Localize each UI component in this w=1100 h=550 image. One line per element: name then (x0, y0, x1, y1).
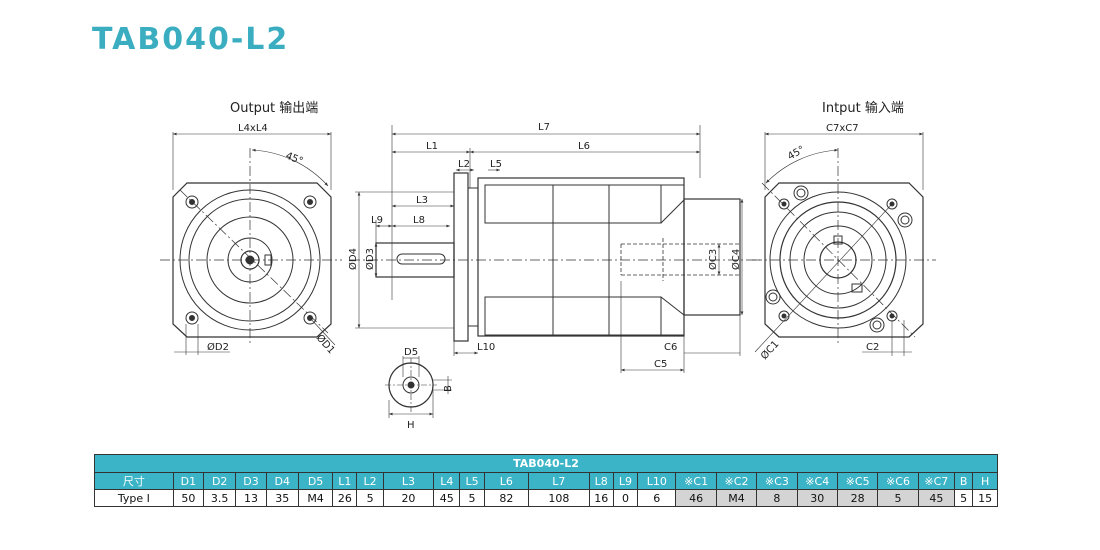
table-row: Type I 50 3.5 13 35 M4 26 5 20 45 5 82 1… (94, 489, 998, 507)
dim-angle-output: 45° (284, 151, 305, 168)
header-cell: ※C7 (917, 472, 956, 490)
header-cell: ※C3 (756, 472, 798, 490)
page-title: TAB040-L2 (92, 22, 290, 57)
dim-c4: ØC4 (730, 249, 742, 270)
header-cell: L4 (433, 472, 461, 490)
header-cell: H (972, 472, 998, 490)
header-cell: D2 (203, 472, 237, 490)
value-cell: 3.5 (203, 489, 237, 507)
side-view (350, 125, 760, 373)
header-cell: L1 (332, 472, 358, 490)
header-cell: D1 (172, 472, 205, 490)
dim-d5: D5 (404, 347, 418, 358)
dim-l2: L2 (458, 159, 470, 170)
output-flange-outline (172, 182, 332, 338)
value-cell: 0 (612, 489, 639, 507)
value-cell: 46 (675, 489, 717, 507)
value-cell: 26 (332, 489, 358, 507)
header-cell: ※C2 (715, 472, 758, 490)
dim-l7: L7 (538, 122, 550, 133)
dim-h: H (407, 420, 415, 431)
value-cell: 8 (756, 489, 798, 507)
side-keyway (396, 253, 446, 265)
header-cell: D4 (265, 472, 299, 490)
header-cell: L10 (637, 472, 677, 490)
value-cell: Type I (94, 489, 174, 507)
value-cell: 5 (459, 489, 485, 507)
header-cell: L2 (356, 472, 384, 490)
header-cell: L7 (528, 472, 590, 490)
header-cell: ※C6 (877, 472, 919, 490)
input-view (752, 132, 936, 356)
dim-l10: L10 (477, 342, 495, 353)
dim-c1: ØC1 (758, 338, 781, 362)
value-cell: 45 (433, 489, 461, 507)
header-cell: D3 (235, 472, 267, 490)
dim-l3: L3 (416, 195, 428, 206)
dim-l4xl4: L4xL4 (238, 123, 268, 134)
header-cell: ※C5 (836, 472, 879, 490)
header-cell: 尺寸 (94, 472, 174, 490)
dim-d4: ØD4 (347, 248, 359, 270)
key-detail-view (385, 356, 452, 418)
header-cell: ※C4 (796, 472, 838, 490)
value-cell: 20 (382, 489, 435, 507)
dim-d2: ØD2 (207, 341, 229, 353)
value-cell: 30 (796, 489, 838, 507)
dim-l5: L5 (490, 159, 502, 170)
dim-c2: C2 (866, 342, 879, 353)
dim-b: B (443, 385, 454, 392)
value-cell: 45 (917, 489, 956, 507)
dim-c7xc7: C7xC7 (826, 123, 859, 134)
value-cell: 108 (528, 489, 590, 507)
value-cell: 5 (356, 489, 384, 507)
header-cell: L8 (588, 472, 614, 490)
header-cell: L5 (459, 472, 485, 490)
value-cell: 50 (172, 489, 205, 507)
side-output-flange (453, 172, 469, 342)
value-cell: 82 (483, 489, 530, 507)
output-view (160, 132, 342, 355)
dim-l9: L9 (371, 215, 383, 226)
input-flange-outline (764, 182, 924, 338)
dim-c6: C6 (664, 342, 677, 353)
dim-c3: ØC3 (707, 249, 719, 270)
value-cell: 13 (235, 489, 267, 507)
header-cell: ※C1 (675, 472, 717, 490)
dim-c5: C5 (654, 359, 667, 370)
side-body (477, 177, 685, 337)
value-cell: M4 (297, 489, 334, 507)
value-cell: 5 (954, 489, 974, 507)
input-clamp-holes (765, 185, 913, 333)
header-cell: L6 (483, 472, 530, 490)
header-cell: D5 (297, 472, 334, 490)
output-view-label: Output 输出端 (230, 101, 319, 116)
header-cell: L9 (612, 472, 639, 490)
value-cell: 15 (972, 489, 998, 507)
dim-d3: ØD3 (364, 248, 376, 270)
dim-l8: L8 (413, 215, 425, 226)
dim-l6: L6 (578, 141, 590, 152)
header-cell: B (954, 472, 974, 490)
table-header-row: 尺寸 D1 D2 D3 D4 D5 L1 L2 L3 L4 L5 L6 L7 L… (94, 472, 998, 490)
table-title-row: TAB040-L2 (94, 454, 998, 473)
header-cell: L3 (382, 472, 435, 490)
value-cell: 16 (588, 489, 614, 507)
spec-table: TAB040-L2 尺寸 D1 D2 D3 D4 D5 L1 L2 L3 L4 … (94, 454, 998, 507)
side-input-adapter (683, 198, 741, 316)
value-cell: 28 (836, 489, 879, 507)
input-view-label: Intput 输入端 (822, 101, 904, 116)
value-cell: 35 (265, 489, 299, 507)
value-cell: 6 (637, 489, 677, 507)
value-cell: 5 (877, 489, 919, 507)
value-cell: M4 (715, 489, 758, 507)
table-title: TAB040-L2 (94, 454, 998, 473)
dim-angle-input: 45° (786, 144, 807, 162)
dim-l1: L1 (426, 141, 438, 152)
